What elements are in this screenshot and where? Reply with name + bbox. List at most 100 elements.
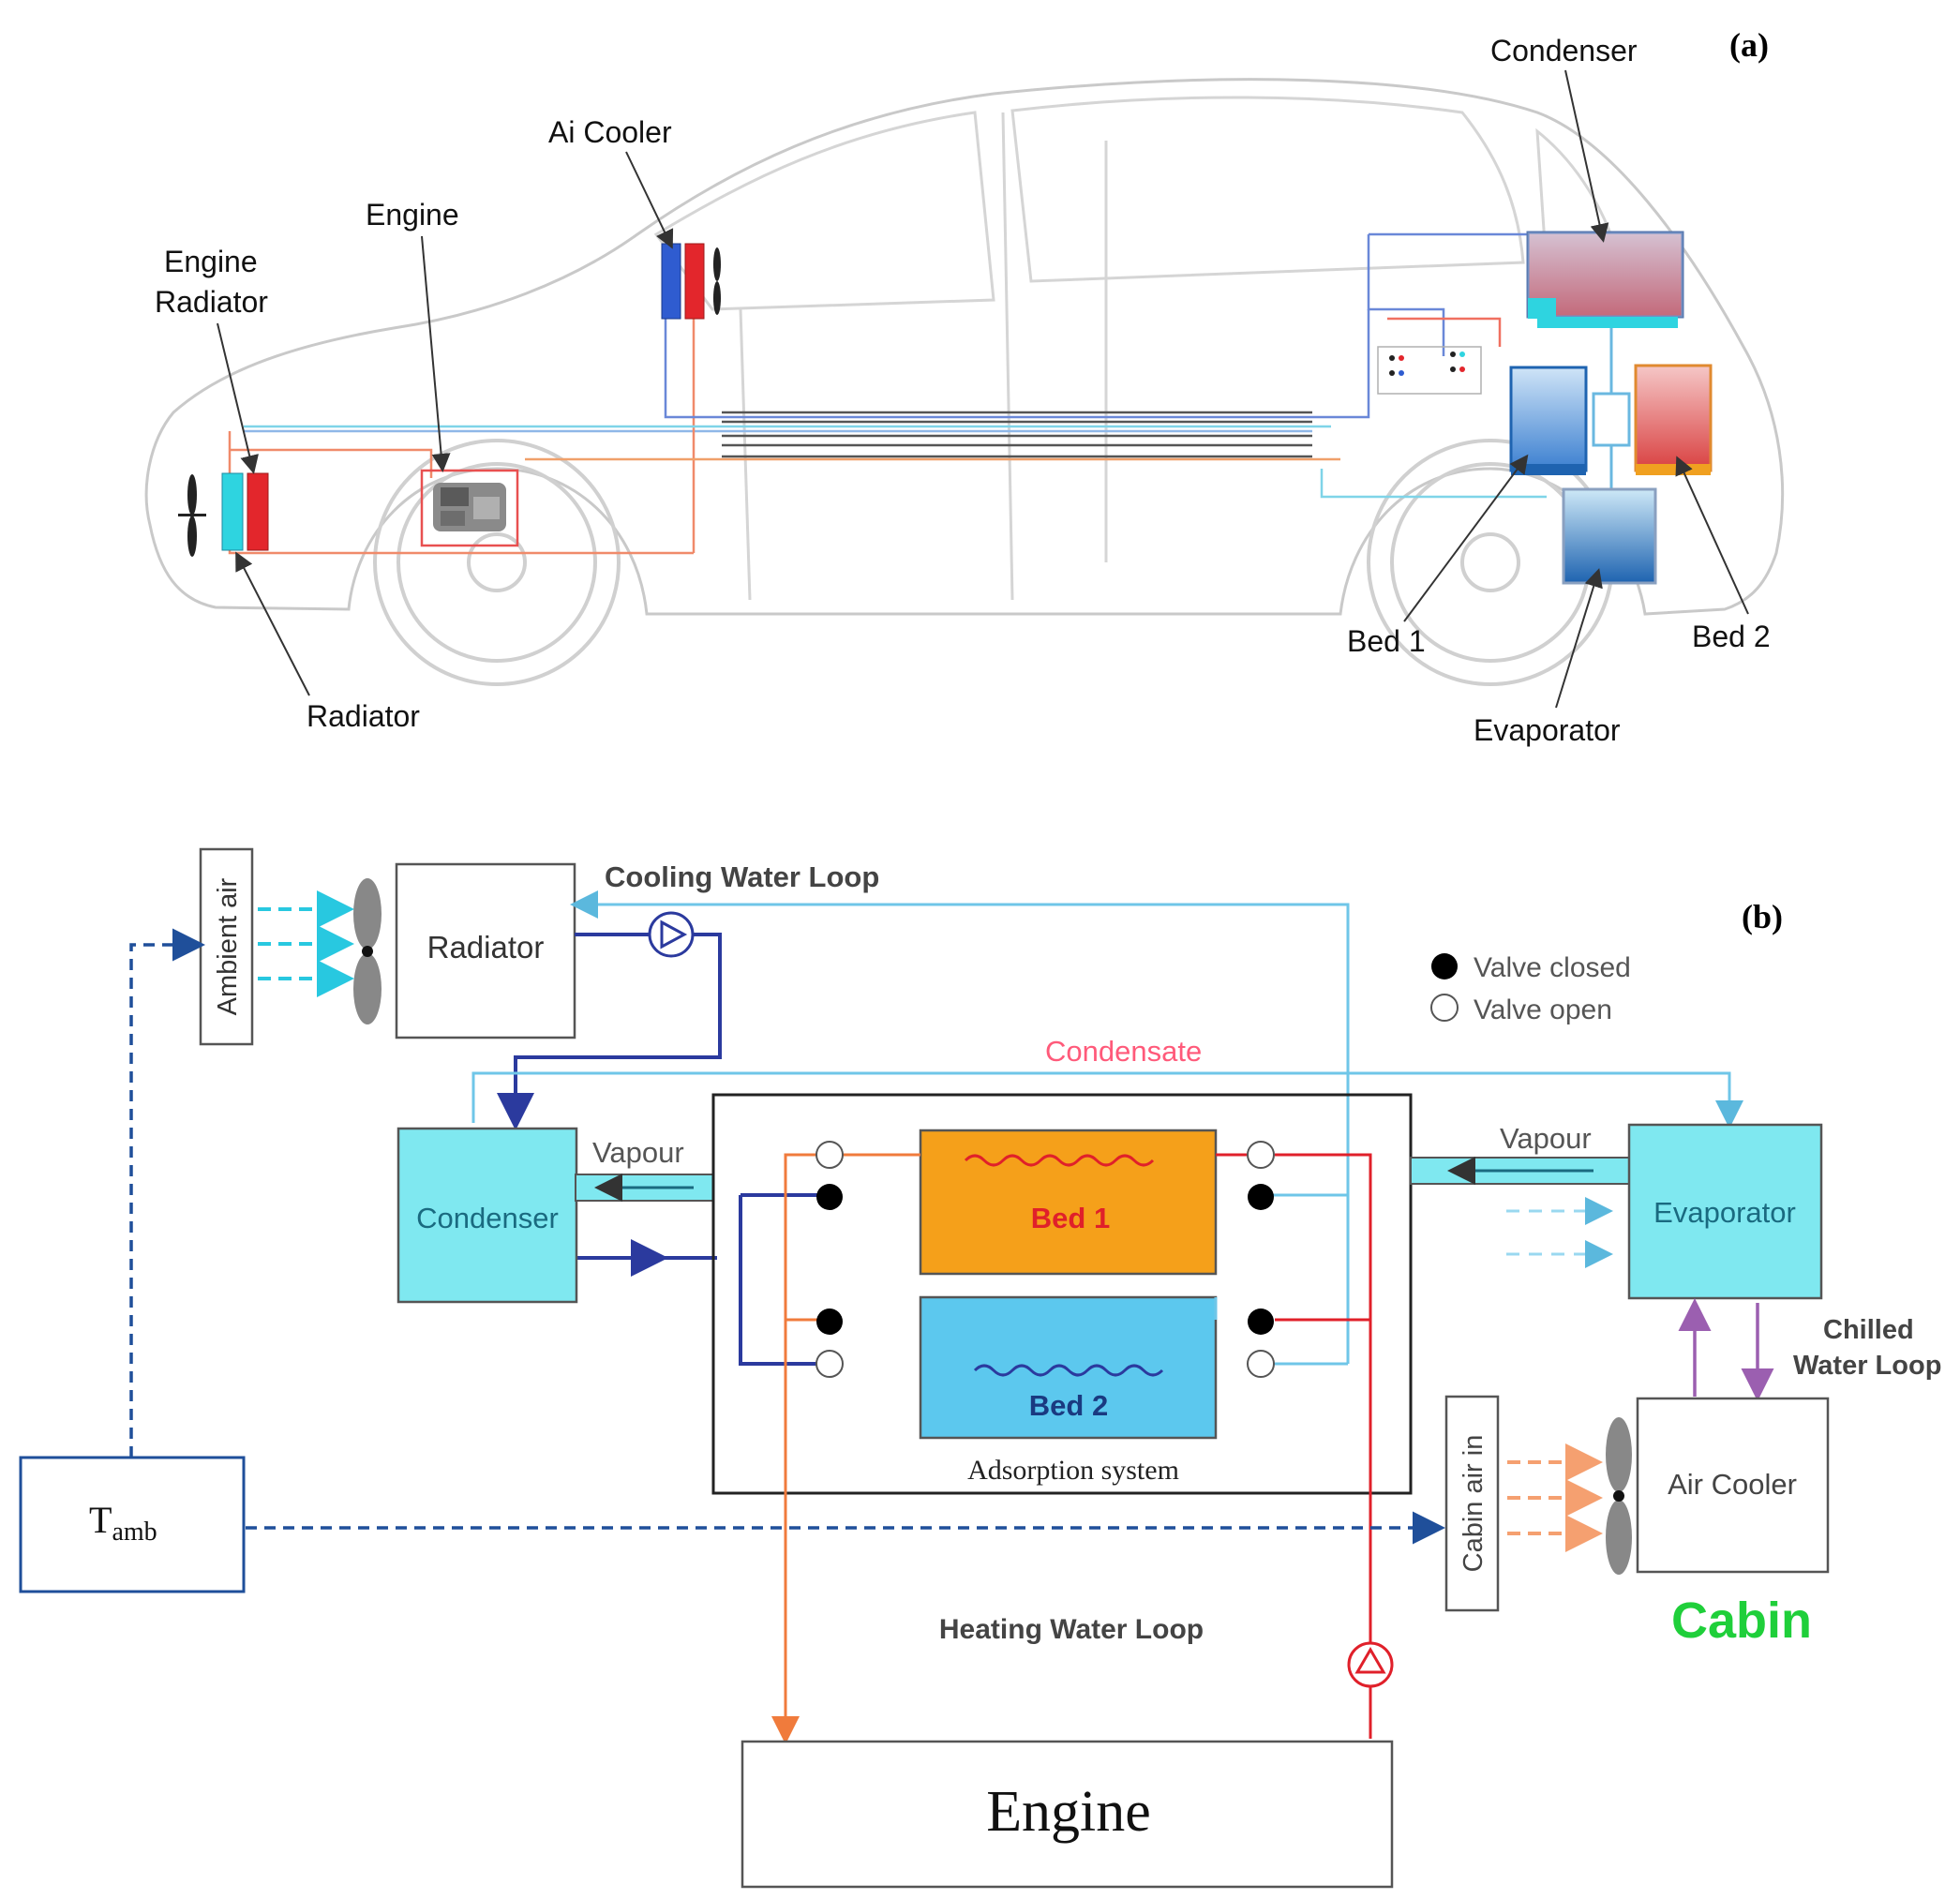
cabin-air-in-label: Cabin air in: [1459, 1435, 1489, 1573]
condenser-box: [396, 1127, 578, 1304]
legend-open-label: Valve open: [1474, 994, 1612, 1025]
cabin-label: Cabin: [1671, 1592, 1812, 1649]
panel-b: (b) Ambient air Radiator Cooling Water L…: [19, 847, 1941, 1889]
cabin-air-flow: [1507, 1443, 1603, 1552]
heating-return-pipe: [1216, 1153, 1372, 1739]
callout-radiator: Radiator: [235, 551, 420, 733]
vapour-right-channel: [1410, 1157, 1630, 1185]
vapour-left-channel: [575, 1174, 714, 1202]
rocker-lines: [722, 411, 1312, 458]
bed1-heat-coil: [964, 1154, 1155, 1167]
valve-bed1-right-open: [1247, 1141, 1275, 1169]
callout-engine-radiator: Engine Radiator: [155, 245, 268, 474]
bed1-box: [919, 1129, 1218, 1276]
bed2-box: [919, 1295, 1218, 1440]
radiator-cyan-block: [221, 472, 244, 551]
air-cooler-box: [1636, 1397, 1830, 1574]
callout-bed2: Bed 2: [1675, 456, 1771, 653]
front-wheel: [373, 439, 621, 686]
t-amb-label: Tamb: [89, 1499, 157, 1547]
engine-icon: [433, 483, 506, 531]
radiator-fan-icon: [353, 878, 382, 1024]
evaporator-label: Evaporator: [1653, 1196, 1796, 1229]
evaporator-inflow: [1506, 1197, 1613, 1268]
bed2-label: Bed 2: [1029, 1389, 1108, 1422]
car-piping: [228, 232, 1547, 555]
valve-bed1-left-open: [815, 1141, 844, 1169]
vapour-left-label: Vapour: [592, 1136, 684, 1169]
valve-bed1-left-closed: [816, 1184, 843, 1210]
condensate-pipe: [471, 1071, 1743, 1129]
air-cooler-fan-icon-b: [1606, 1417, 1632, 1575]
evaporator-box: [1627, 1123, 1823, 1300]
cooling-pump-icon: [648, 911, 695, 958]
legend-closed-marker: [1431, 953, 1458, 979]
radiator-box: [395, 862, 576, 1039]
bed1-unit: [1509, 366, 1588, 475]
callout-condenser: Condenser: [1490, 34, 1638, 243]
central-valve-block: [1592, 328, 1631, 492]
cabin-air-in-box: [1444, 1395, 1500, 1612]
callout-radiator-label: Radiator: [307, 699, 420, 733]
adsorption-system-label: Adsorption system: [967, 1455, 1179, 1486]
condenser-unit: [1526, 231, 1684, 328]
vapour-right-label: Vapour: [1500, 1122, 1592, 1155]
chilled-water-pipe: [1678, 1298, 1774, 1401]
engine-label-b: Engine: [986, 1780, 1151, 1844]
callout-engine: Engine: [366, 198, 459, 472]
valve-legend: Valve closed Valve open: [1430, 952, 1631, 1025]
callout-condenser-label: Condenser: [1490, 34, 1638, 67]
callout-engine-label: Engine: [366, 198, 459, 232]
adsorption-system-box: [711, 1093, 1413, 1495]
engine-radiator-red-block: [247, 472, 269, 551]
valve-bed2-right-open: [1247, 1350, 1275, 1378]
callout-bed1: Bed 1: [1347, 454, 1529, 658]
callout-engine-radiator-label-2: Radiator: [155, 285, 268, 319]
car-outline: [144, 78, 1785, 616]
chilled-water-loop-label-2: Water Loop: [1793, 1351, 1941, 1381]
cooling-water-pipe: [497, 933, 825, 1366]
callout-ai-cooler-label: Ai Cooler: [548, 115, 672, 149]
valve-bed2-left-closed: [816, 1308, 843, 1335]
ambient-air-label: Ambient air: [213, 877, 243, 1015]
bed2-unit: [1634, 364, 1713, 475]
panel-a-label: (a): [1729, 26, 1769, 64]
t-amb-main: T: [89, 1499, 112, 1541]
heating-water-loop-label: Heating Water Loop: [939, 1614, 1204, 1645]
air-cooler-fan-icon: [713, 247, 721, 315]
callout-ai-cooler: Ai Cooler: [548, 115, 674, 249]
panel-a: (a): [144, 26, 1785, 747]
condenser-label: Condenser: [416, 1202, 559, 1234]
bed2-cool-coil: [973, 1364, 1164, 1377]
chilled-water-loop-label-1: Chilled: [1823, 1315, 1914, 1345]
condensate-label: Condensate: [1045, 1035, 1202, 1068]
valve-bed1-right-closed: [1248, 1184, 1274, 1210]
cool-side-pipes: [1214, 1193, 1348, 1320]
t-amb-box: [19, 1456, 246, 1593]
air-cooler-red-block: [684, 243, 705, 320]
panel-b-label: (b): [1742, 898, 1783, 935]
valve-bed2-right-closed: [1248, 1308, 1274, 1335]
cooling-water-loop-label: Cooling Water Loop: [605, 860, 879, 893]
t-amb-signal-lines: [129, 928, 1445, 1545]
callout-evaporator-label: Evaporator: [1474, 713, 1621, 747]
valve-bed2-left-open: [815, 1350, 844, 1378]
t-amb-sub: amb: [112, 1518, 157, 1547]
heating-pump-icon: [1347, 1641, 1394, 1688]
small-valves-cluster: [1377, 346, 1482, 395]
engine-box-b: [741, 1740, 1394, 1889]
front-fan-icon: [178, 474, 206, 557]
callout-bed1-label: Bed 1: [1347, 624, 1426, 658]
callout-bed2-label: Bed 2: [1692, 620, 1771, 653]
engine-box: [420, 469, 519, 547]
evaporator-unit: [1562, 487, 1657, 585]
heating-supply-pipe: [771, 1153, 920, 1744]
legend-open-marker: [1430, 994, 1459, 1022]
radiator-label: Radiator: [427, 930, 545, 964]
ambient-air-flow: [258, 890, 354, 997]
callout-engine-radiator-label-1: Engine: [164, 245, 258, 278]
legend-closed-label: Valve closed: [1474, 952, 1631, 983]
ambient-air-box: [199, 847, 254, 1046]
bed1-label: Bed 1: [1031, 1202, 1110, 1234]
